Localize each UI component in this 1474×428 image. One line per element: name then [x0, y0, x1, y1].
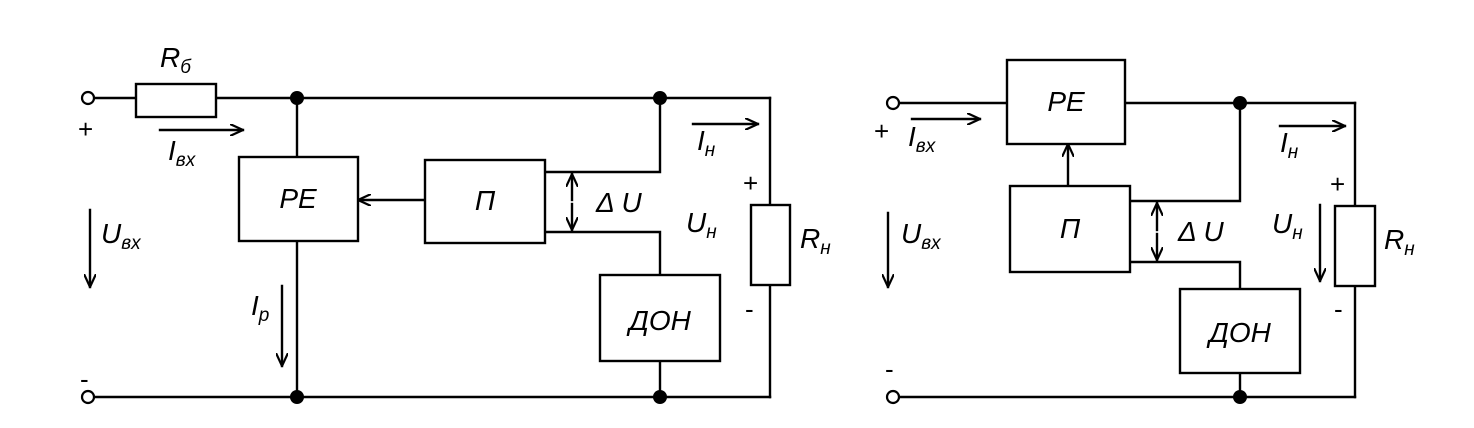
left-p-upper-wire — [543, 96, 662, 174]
left-u-load-main: U — [686, 207, 707, 238]
right-i-in-main: I — [908, 121, 916, 152]
right-re-block — [1005, 58, 1127, 146]
left-i-in-main: I — [168, 135, 176, 166]
left-delta-u-label: Δ U — [595, 187, 643, 218]
right-plus-in: + — [874, 116, 889, 146]
right-u-in-sub: вх — [921, 233, 942, 254]
left-i-reg-main: I — [251, 290, 259, 321]
right-p-lower-wire — [1128, 260, 1242, 291]
right-u-load-main: U — [1272, 208, 1293, 239]
right-minus-in: - — [885, 354, 894, 384]
left-u-in-label: Uвх — [101, 218, 142, 254]
right-i-load-main: I — [1280, 127, 1288, 158]
right-i-load-label: Iн — [1280, 127, 1299, 163]
left-rb-label: Rб — [160, 42, 192, 78]
right-node-top — [1233, 96, 1247, 110]
right-u-load-label: Uн — [1272, 208, 1303, 244]
right-u-in-label: Uвх — [901, 218, 942, 254]
left-u-load-label: Uн — [686, 207, 717, 243]
left-plus-load: + — [743, 168, 758, 198]
left-re-label: РЕ — [279, 183, 317, 214]
right-don-block — [1178, 287, 1302, 375]
left-u-in-sub: вх — [121, 233, 142, 254]
right-load-resistor — [1333, 204, 1377, 288]
right-node-bottom — [1233, 390, 1247, 404]
right-u-load-sub: н — [1292, 223, 1303, 244]
right-r-load-sub: н — [1404, 239, 1415, 260]
left-u-load-sub: н — [706, 222, 717, 243]
right-minus-load: - — [1334, 294, 1343, 324]
right-p-block — [1008, 184, 1132, 274]
left-input-terminal-top — [80, 90, 96, 106]
left-diagram: РЕ П ДОН Rб Iвх Uвх Iр Δ U Iн Uн Rн + - … — [78, 42, 831, 405]
left-p-lower-wire — [543, 230, 662, 277]
right-don-label: ДОН — [1206, 317, 1271, 348]
right-input-terminal-bottom — [885, 389, 901, 405]
left-u-in-main: U — [101, 218, 122, 249]
left-node-bottom-don — [653, 390, 667, 404]
left-i-in-sub: вх — [176, 150, 197, 171]
left-i-in-label: Iвх — [168, 135, 197, 171]
right-delta-u-label: Δ U — [1177, 216, 1225, 247]
left-minus-in: - — [80, 364, 89, 394]
left-don-block — [598, 273, 722, 363]
left-node-top-re — [290, 91, 304, 105]
left-node-top-p — [653, 91, 667, 105]
right-i-in-label: Iвх — [908, 121, 937, 157]
left-plus-in: + — [78, 114, 93, 144]
right-u-in-main: U — [901, 218, 922, 249]
left-i-reg-sub: р — [258, 305, 270, 326]
left-minus-load: - — [745, 294, 754, 324]
right-p-label: П — [1060, 213, 1081, 244]
right-i-load-sub: н — [1288, 142, 1299, 163]
right-r-load-label: Rн — [1384, 224, 1415, 260]
left-i-load-main: I — [697, 125, 705, 156]
right-diagram: РЕ П ДОН Iвх Uвх Δ U Iн Uн Rн + - + - — [874, 58, 1415, 405]
left-ballast-resistor — [134, 82, 218, 119]
left-don-label: ДОН — [626, 305, 691, 336]
right-re-label: РЕ — [1047, 86, 1085, 117]
left-r-load-sub: н — [820, 238, 831, 259]
left-i-reg-label: Iр — [251, 290, 269, 326]
left-rb-sub: б — [180, 57, 192, 78]
left-i-load-sub: н — [705, 140, 716, 161]
left-node-bottom-re — [290, 390, 304, 404]
left-rb-main: R — [160, 42, 180, 73]
left-load-resistor — [749, 203, 792, 287]
right-plus-load: + — [1330, 169, 1345, 199]
left-r-load-label: Rн — [800, 223, 831, 259]
right-input-terminal-top — [885, 95, 901, 111]
left-re-block — [237, 155, 360, 243]
right-i-in-sub: вх — [916, 136, 937, 157]
right-p-upper-wire — [1128, 101, 1242, 203]
left-r-load-main: R — [800, 223, 820, 254]
left-i-load-label: Iн — [697, 125, 716, 161]
left-p-label: П — [475, 185, 496, 216]
left-p-block — [423, 158, 547, 245]
right-r-load-main: R — [1384, 224, 1404, 255]
left-input-terminal-bottom — [80, 389, 96, 405]
